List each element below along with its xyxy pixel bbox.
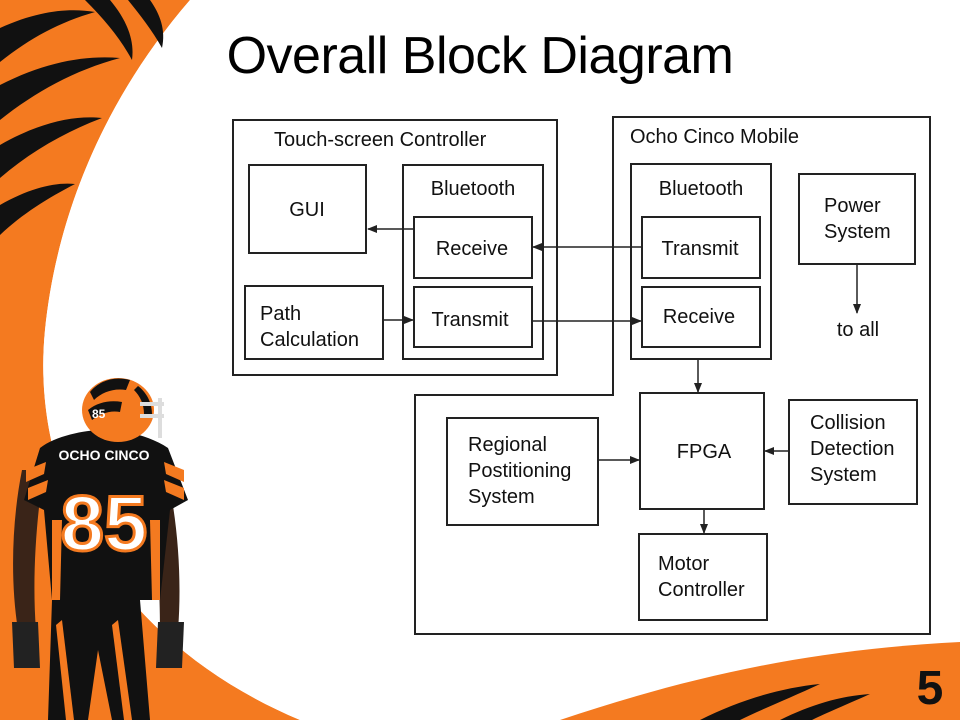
touch-controller-label: Touch-screen Controller [274,129,487,151]
mb-transmit-box [641,216,761,279]
tiger-stripe [128,0,164,48]
team-logo: 8 c 5 [897,647,944,715]
tiger-stripe [780,694,870,720]
path-calc-box [244,285,384,360]
slide-title: Overall Block Diagram [226,27,734,85]
ts-transmit-label: Transmit [431,309,508,331]
fpga-box [639,392,765,510]
tiger-stripe [0,57,120,120]
mb-receive-box [641,286,761,348]
path-calc-label-2: Calculation [260,329,359,351]
ts-receive-box [413,216,533,279]
jersey-name: OCHO CINCO [59,447,150,463]
mb-receive-label: Receive [663,306,735,328]
fpga-label: FPGA [677,441,732,463]
motor-box [638,533,768,621]
gui-box [248,164,367,254]
regional-box [446,417,599,526]
logo-five: 5 [917,662,944,715]
collision-box [788,399,918,505]
mobile-label: Ocho Cinco Mobile [630,126,799,148]
tiger-stripe [0,117,102,178]
path-calc-label-1: Path [260,303,301,325]
logo-c: c [897,678,914,711]
power-box [798,173,916,265]
regional-label-3: System [468,486,535,508]
ts-bluetooth-label: Bluetooth [431,178,516,200]
collision-label-3: System [810,464,877,486]
orange-corner [560,642,960,720]
power-label-2: System [824,221,891,243]
helmet-number: 85 [92,407,106,421]
tiger-stripe [700,684,820,720]
regional-label-2: Postitioning [468,460,571,482]
motor-label-1: Motor [658,553,709,575]
jersey-number: 85 [61,479,148,567]
to-all-label: to all [837,319,879,341]
mb-bluetooth-label: Bluetooth [659,178,744,200]
tiger-stripe [85,0,133,60]
ts-receive-label: Receive [436,238,508,260]
motor-label-2: Controller [658,579,745,601]
mb-transmit-label: Transmit [661,238,738,260]
ts-transmit-box [413,286,533,348]
logo-eight: 8 [897,647,913,678]
player-figure: 85 OCHO CINCO 85 [12,378,188,720]
gui-label: GUI [289,199,325,221]
power-label-1: Power [824,195,881,217]
collision-label-2: Detection [810,438,895,460]
tiger-stripe [0,183,75,235]
collision-label-1: Collision [810,412,886,434]
regional-label-1: Regional [468,434,547,456]
tiger-stripe [0,10,95,62]
